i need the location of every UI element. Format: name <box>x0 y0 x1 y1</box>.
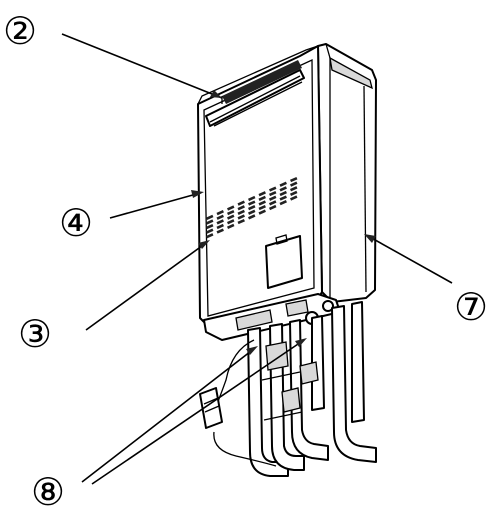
louver-slot <box>248 195 256 202</box>
louver-slot <box>216 219 224 225</box>
connection-pipes <box>247 301 377 477</box>
louver-slot <box>258 191 266 197</box>
louver-slot <box>227 214 235 220</box>
leader-line-4 <box>109 192 201 219</box>
louver-slot <box>206 219 214 225</box>
louver-slot <box>237 209 245 215</box>
louver-slot <box>269 195 277 201</box>
exhaust-outlet <box>205 60 305 127</box>
louver-slot <box>258 200 266 206</box>
louver-slot <box>227 219 235 225</box>
unit-front-panel <box>197 45 323 329</box>
power-cable <box>199 339 277 467</box>
louver-slot <box>290 181 298 187</box>
louver-slot <box>279 195 287 201</box>
louver-slot <box>248 205 256 211</box>
callout-7: ⑦ <box>454 285 488 329</box>
callout-2: ② <box>3 9 37 53</box>
louver-slot <box>279 181 287 187</box>
callout-4: ④ <box>59 201 93 245</box>
leader-line-8a <box>81 347 256 483</box>
louver-slot <box>279 200 287 206</box>
louver-slot <box>248 209 256 215</box>
louver-slot <box>258 204 266 211</box>
louver-slot <box>216 210 224 216</box>
louver-slot <box>279 190 287 197</box>
louver-slot <box>237 205 245 211</box>
inspection-window <box>265 234 303 289</box>
louver-slot <box>206 214 214 220</box>
callout-labels: ② ④ ③ ⑦ ⑧ <box>3 9 488 514</box>
louver-slot <box>269 200 277 206</box>
leader-line-8b <box>91 339 305 485</box>
louver-slot <box>258 195 266 201</box>
louver-slot <box>258 209 266 215</box>
air-intake-louvers <box>205 176 298 239</box>
leader-line-3 <box>85 242 207 331</box>
callout-3: ③ <box>18 312 52 356</box>
louver-slot <box>205 223 214 230</box>
unit-side-panel <box>317 43 377 303</box>
louver-slot <box>237 214 245 220</box>
leader-line-2 <box>61 33 223 99</box>
louver-slot <box>269 186 277 192</box>
louver-slot <box>248 214 256 220</box>
louver-slot <box>237 200 245 206</box>
louver-slot <box>248 200 256 206</box>
louver-slot <box>227 223 235 229</box>
louver-slot <box>237 218 245 225</box>
louver-slot <box>216 214 224 220</box>
louver-slot <box>268 204 277 211</box>
louver-slot <box>206 228 214 234</box>
louver-slot <box>290 186 298 192</box>
louver-slot <box>226 209 235 216</box>
louver-slot <box>216 228 224 234</box>
callout-8: ⑧ <box>31 470 65 514</box>
louver-slot <box>227 205 235 211</box>
louver-slot <box>205 233 214 239</box>
leader-line-7 <box>367 235 453 284</box>
louver-slot <box>216 223 224 230</box>
louver-slot <box>290 190 298 196</box>
louver-slot <box>290 195 298 201</box>
louver-slot <box>268 190 277 197</box>
leader-lines <box>61 33 453 485</box>
louver-slot <box>279 186 287 192</box>
louver-slot <box>290 176 298 183</box>
